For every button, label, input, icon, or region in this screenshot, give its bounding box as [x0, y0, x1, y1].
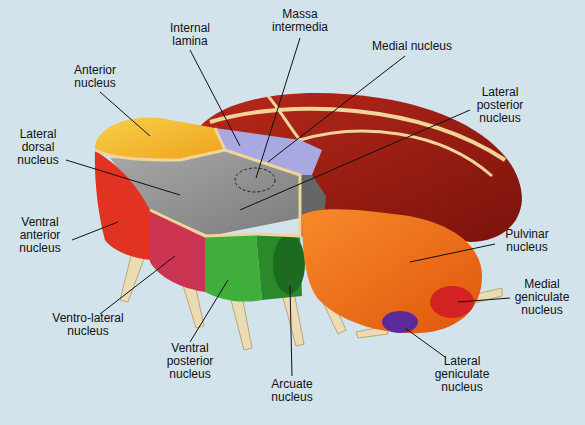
medial-geniculate-region: [430, 286, 474, 318]
structure-label: Ventro-lateral nucleus: [43, 312, 133, 338]
lamina-band: [268, 96, 300, 140]
structure-label: Lateral geniculate nucleus: [429, 355, 495, 394]
ventral-posterior-region: [205, 234, 262, 302]
leader-line: [100, 256, 175, 314]
leader-line: [72, 222, 118, 240]
structure-label: Medial geniculate nucleus: [509, 278, 575, 317]
lamina-band: [300, 131, 492, 176]
massa-outline: [235, 168, 275, 192]
leader-line: [190, 280, 228, 342]
lamina-band: [215, 128, 225, 150]
structure-label: Arcuate nucleus: [260, 378, 324, 404]
fiber-stem: [230, 296, 252, 350]
pulvinar-region: [302, 209, 482, 333]
structure-label: Massa intermedia: [267, 8, 333, 34]
structure-label: Medial nucleus: [352, 40, 472, 53]
structure-label: Ventral posterior nucleus: [158, 342, 222, 381]
lamina-band: [150, 210, 300, 236]
leader-line: [290, 286, 292, 376]
lateral-geniculate-region: [382, 311, 418, 333]
leader-line: [405, 328, 445, 357]
leader-line: [410, 244, 495, 262]
structure-label: Internal lamina: [160, 22, 220, 48]
leader-line: [66, 160, 180, 195]
leader-line: [190, 50, 240, 146]
leader-line: [458, 298, 510, 302]
structure-label: Ventral anterior nucleus: [9, 216, 71, 255]
arcuate-region: [273, 234, 305, 294]
structure-label: Anterior nucleus: [63, 64, 127, 90]
leader-line: [268, 56, 405, 162]
structure-label: Lateral posterior nucleus: [468, 86, 532, 125]
structure-label: Lateral dorsal nucleus: [8, 128, 68, 167]
leader-line: [240, 110, 470, 210]
structure-label: Pulvinar nucleus: [495, 228, 559, 254]
ventral-anterior-region: [95, 150, 150, 260]
fiber-stem: [120, 252, 145, 302]
fiber-stem: [282, 292, 304, 346]
leader-line: [256, 38, 300, 178]
leader-line: [100, 92, 150, 136]
anterior-region: [95, 117, 225, 160]
lamina-band: [95, 150, 225, 160]
lamina-band: [225, 150, 300, 236]
